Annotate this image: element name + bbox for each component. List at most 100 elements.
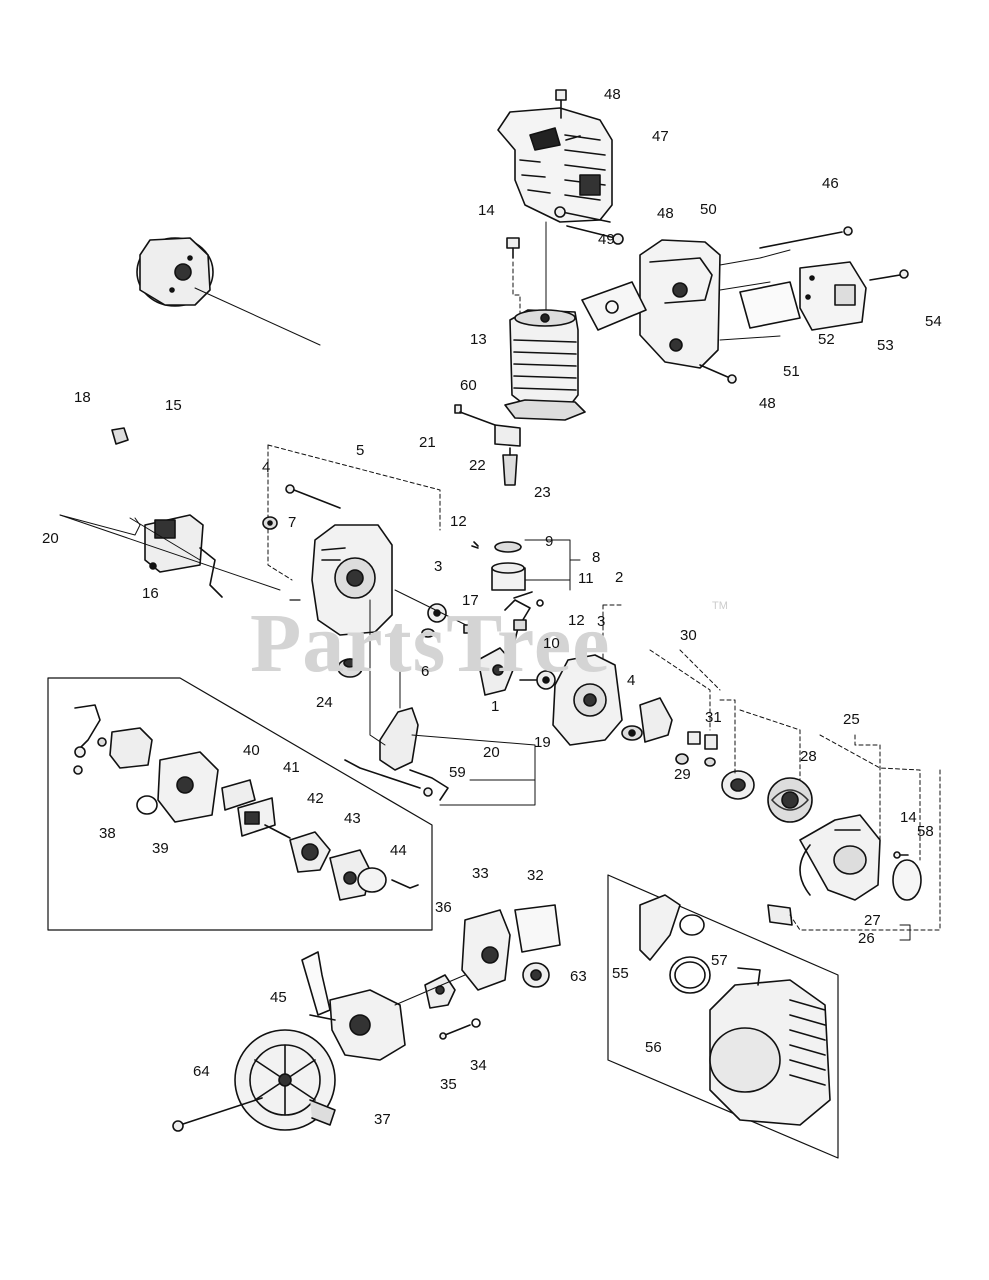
callout-64: 64 (193, 1063, 210, 1080)
air-filter-cover (234, 1029, 336, 1131)
callout-11: 11 (578, 570, 594, 587)
washer-7 (262, 516, 278, 530)
callout-44: 44 (390, 842, 407, 859)
carb-body-main (157, 751, 219, 823)
screw-48-top (555, 89, 567, 119)
callout-27: 27 (864, 912, 881, 929)
throttle-bracket (379, 707, 449, 801)
callout-3: 3 (434, 558, 443, 575)
washer-34 (471, 1018, 481, 1028)
callout-35: 35 (440, 1076, 457, 1093)
dog-30 (687, 731, 701, 745)
screw-in-crankcase (285, 484, 341, 509)
callout-10: 10 (543, 635, 560, 652)
carburetor-37 (309, 989, 406, 1061)
piston-rings (494, 541, 522, 553)
callout-4: 4 (627, 672, 636, 689)
gasket-38 (136, 795, 158, 815)
callout-40: 40 (243, 742, 260, 759)
crankcase-half (552, 654, 623, 746)
needle-bearing-17 (463, 624, 479, 634)
callout-12: 12 (568, 612, 585, 629)
screw-48-side (554, 206, 611, 223)
callout-2: 2 (615, 569, 624, 586)
partstree-watermark: PartsTree (250, 597, 611, 690)
nut-18 (111, 427, 129, 445)
callout-20: 20 (42, 530, 59, 547)
screw-35 (439, 1024, 471, 1040)
callout-17: 17 (462, 592, 479, 609)
callout-33: 33 (472, 865, 489, 882)
callout-21: 21 (419, 434, 436, 451)
clamp-56 (669, 956, 711, 994)
spring-31 (704, 734, 718, 750)
cylinder (504, 309, 586, 421)
starter-pulley-housing (639, 697, 673, 743)
carb-linkage (73, 704, 107, 775)
gasket-36 (424, 974, 456, 1009)
callout-20: 20 (483, 744, 500, 761)
callout-29: 29 (674, 766, 691, 783)
engine-inset-frame (607, 874, 839, 1159)
muffler-body (639, 239, 721, 369)
screw-46 (759, 226, 853, 249)
starter-cover-58 (892, 859, 922, 901)
rewind-spring (767, 777, 813, 823)
starter-pulley (721, 770, 755, 800)
clamp-57 (679, 914, 705, 936)
engine-assembly (709, 967, 831, 1126)
callout-47: 47 (652, 128, 669, 145)
callout-31: 31 (705, 709, 722, 726)
callout-8: 8 (592, 549, 601, 566)
callout-53: 53 (877, 337, 894, 354)
callout-54: 54 (925, 313, 942, 330)
washer-29b (704, 757, 716, 767)
callout-41: 41 (283, 759, 300, 776)
boot-55 (639, 894, 681, 961)
callout-60: 60 (460, 377, 477, 394)
long-screw-64 (172, 1097, 263, 1132)
retainer-12a (471, 541, 479, 549)
callout-50: 50 (700, 201, 717, 218)
screw-49 (566, 225, 624, 245)
callout-25: 25 (843, 711, 860, 728)
pin-10 (513, 619, 527, 631)
callout-46: 46 (822, 175, 839, 192)
callout-37: 37 (374, 1111, 391, 1128)
callout-34: 34 (470, 1057, 487, 1074)
crankcase (311, 524, 393, 636)
callout-43: 43 (344, 810, 361, 827)
callout-51: 51 (783, 363, 800, 380)
callout-39: 39 (152, 840, 169, 857)
ignition-module (144, 514, 223, 598)
callout-18: 18 (74, 389, 91, 406)
plate-41 (237, 797, 291, 839)
callout-57: 57 (711, 952, 728, 969)
callout-42: 42 (307, 790, 324, 807)
callout-58: 58 (917, 823, 934, 840)
diaphragm-40 (221, 779, 256, 811)
callout-7: 7 (288, 514, 297, 531)
callout-9: 9 (545, 533, 554, 550)
gasket-32 (514, 904, 561, 953)
carb-body-small (109, 727, 153, 769)
trademark-symbol: TM (712, 600, 728, 612)
screw-14-starter (893, 851, 909, 859)
filter-44 (357, 867, 419, 893)
spacer-63 (522, 962, 550, 988)
callout-13: 13 (470, 331, 487, 348)
muffler-cover-plate (799, 261, 867, 331)
callout-30: 30 (680, 627, 697, 644)
starter-housing (799, 814, 881, 901)
callout-6: 6 (421, 663, 430, 680)
callout-5: 5 (356, 442, 365, 459)
callout-56: 56 (645, 1039, 662, 1056)
seal-6 (421, 628, 435, 638)
callout-15: 15 (165, 397, 182, 414)
callout-55: 55 (612, 965, 629, 982)
callout-12: 12 (450, 513, 467, 530)
seal-4 (621, 725, 643, 741)
callout-14: 14 (900, 809, 917, 826)
